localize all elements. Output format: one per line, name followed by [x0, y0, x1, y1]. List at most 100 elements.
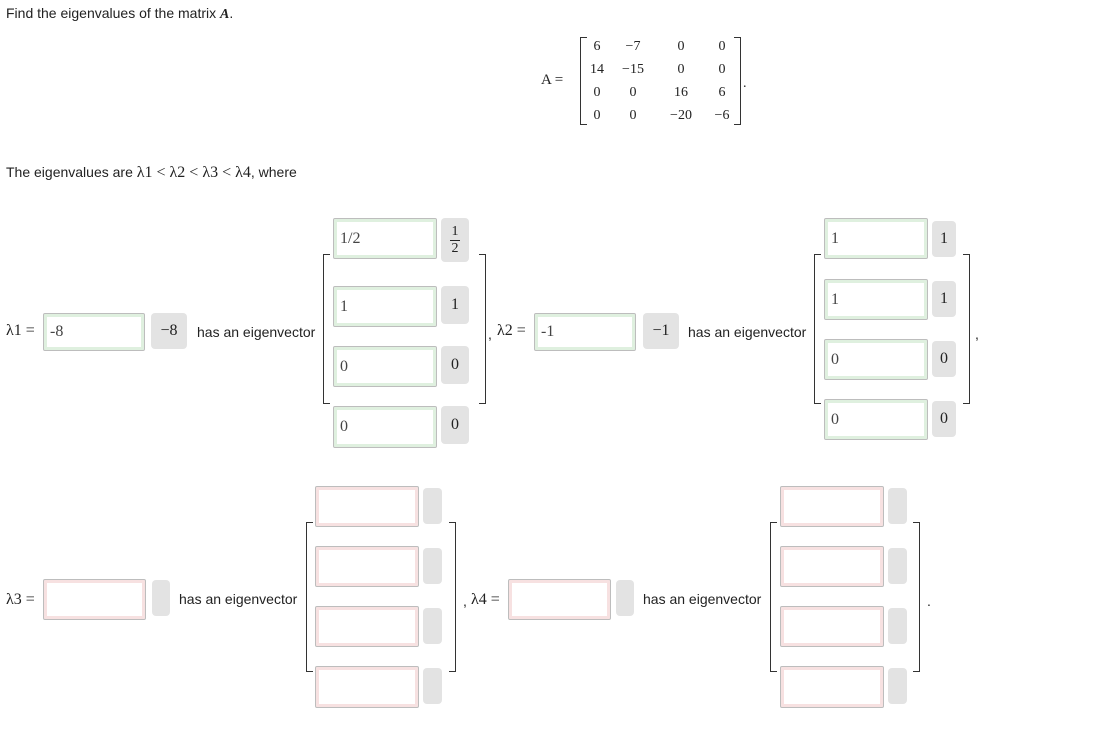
vector1-entry3-input[interactable]: [338, 351, 432, 382]
lambda2-preview: −1: [643, 313, 679, 349]
vector4-entry3-box[interactable]: [780, 606, 884, 647]
vector4-right-bracket: [913, 522, 920, 672]
matrix-cell: −7: [625, 39, 641, 54]
statement-ordering: λ1 < λ2 < λ3 < λ4: [136, 164, 251, 181]
matrix-label: A =: [541, 72, 563, 89]
lambda4-preview: [616, 580, 634, 616]
vector3-entry4-preview: [423, 668, 442, 704]
matrix-cell: 0: [629, 108, 637, 123]
matrix-right-bracket: [734, 37, 741, 125]
vector3-entry2-input[interactable]: [320, 551, 414, 582]
vector4-entry1-input[interactable]: [785, 491, 879, 522]
vector2-entry4-box[interactable]: [824, 399, 928, 440]
prompt-text: Find the eigenvalues of the matrix: [6, 5, 217, 21]
vector2-right-bracket: [963, 254, 970, 404]
vector2-entry1-box[interactable]: [824, 218, 928, 259]
vector3-entry4-box[interactable]: [315, 666, 419, 708]
lambda2-input-box[interactable]: [534, 313, 636, 351]
vector4-entry2-box[interactable]: [780, 546, 884, 587]
vector1-entry3-box[interactable]: [333, 346, 437, 387]
vector4-entry4-input[interactable]: [785, 671, 879, 703]
matrix-cell: 14: [590, 62, 604, 77]
vector3-entry3-box[interactable]: [315, 606, 419, 647]
vector3-left-bracket: [306, 522, 313, 672]
vector1-trailing-comma: ,: [488, 326, 492, 342]
vector1-entry1-box[interactable]: [333, 218, 437, 259]
vector4-entry1-preview: [888, 488, 907, 524]
fraction-bar: [450, 239, 460, 241]
matrix-cell: 6: [593, 39, 601, 54]
vector1-entry2-box[interactable]: [333, 286, 437, 327]
vector1-right-bracket: [479, 254, 486, 404]
vector4-entry4-box[interactable]: [780, 666, 884, 708]
matrix-cell: 0: [593, 108, 601, 123]
vector2-entry4-preview: 0: [932, 401, 956, 437]
vector4-left-bracket: [770, 522, 777, 672]
vector4-entry2-preview: [888, 548, 907, 584]
lambda4-input[interactable]: [513, 584, 606, 615]
lambda1-has-eigenvector: has an eigenvector: [197, 324, 316, 340]
matrix-cell: 0: [718, 39, 726, 54]
matrix-cell: 0: [677, 62, 685, 77]
lambda1-label: λ1 =: [6, 322, 35, 339]
vector3-entry2-preview: [423, 548, 442, 584]
matrix-cell: −6: [714, 108, 730, 123]
matrix-trailing-period: .: [743, 76, 747, 91]
vector3-entry1-box[interactable]: [315, 486, 419, 527]
vector4-entry4-preview: [888, 668, 907, 704]
vector4-entry3-input[interactable]: [785, 611, 879, 642]
matrix-cell: 0: [629, 85, 637, 100]
vector2-entry3-box[interactable]: [824, 339, 928, 380]
matrix-equals: A =: [541, 72, 564, 88]
lambda3-preview: [152, 580, 170, 616]
vector2-entry2-input[interactable]: [829, 284, 923, 315]
vector1-entry1-input[interactable]: [338, 223, 432, 254]
lambda2-label: λ2 =: [497, 322, 526, 339]
vector3-right-bracket: [449, 522, 456, 672]
lambda3-input[interactable]: [48, 584, 141, 615]
vector3-entry3-preview: [423, 608, 442, 644]
vector4-entry1-box[interactable]: [780, 486, 884, 527]
vector2-entry2-preview: 1: [932, 281, 956, 317]
eigenvalues-statement: The eigenvalues are λ1 < λ2 < λ3 < λ4, w…: [6, 164, 297, 182]
fraction-preview: 1 2: [450, 223, 460, 256]
vector3-entry2-box[interactable]: [315, 546, 419, 587]
vector2-entry3-input[interactable]: [829, 344, 923, 375]
statement-prefix: The eigenvalues are: [6, 164, 133, 180]
vector3-entry1-preview: [423, 488, 442, 524]
matrix-cell: 0: [677, 39, 685, 54]
lambda3-label: λ3 =: [6, 591, 35, 608]
lambda1-input-box[interactable]: [43, 313, 145, 351]
vector3-entry1-input[interactable]: [320, 491, 414, 522]
vector3-entry4-input[interactable]: [320, 671, 414, 703]
vector2-entry4-input[interactable]: [829, 404, 923, 435]
vector2-entry3-preview: 0: [932, 341, 956, 377]
lambda4-label: λ4 =: [471, 591, 500, 608]
lambda2-has-eigenvector: has an eigenvector: [688, 324, 807, 340]
lambda3-input-box[interactable]: [43, 579, 146, 620]
lambda2-input[interactable]: [539, 318, 631, 346]
lambda1-input[interactable]: [48, 318, 140, 346]
matrix-cell: −20: [670, 108, 692, 123]
vector1-left-bracket: [323, 254, 330, 404]
vector4-trailing-period: .: [927, 593, 931, 609]
matrix-cell: 0: [718, 62, 726, 77]
matrix-cell: 0: [593, 85, 601, 100]
lambda1-preview: −8: [151, 313, 187, 349]
vector3-entry3-input[interactable]: [320, 611, 414, 642]
vector1-entry2-input[interactable]: [338, 291, 432, 322]
fraction-numerator: 1: [451, 223, 459, 239]
vector3-trailing-comma: ,: [463, 593, 467, 609]
matrix-left-bracket: [580, 37, 587, 125]
vector2-entry1-input[interactable]: [829, 223, 923, 254]
vector1-entry4-box[interactable]: [333, 406, 437, 448]
prompt-period: .: [229, 5, 234, 21]
lambda3-has-eigenvector: has an eigenvector: [179, 591, 298, 607]
vector1-entry4-input[interactable]: [338, 411, 432, 443]
matrix-symbol: A: [220, 7, 230, 22]
vector2-left-bracket: [814, 254, 821, 404]
vector4-entry2-input[interactable]: [785, 551, 879, 582]
vector1-entry2-preview: 1: [441, 286, 469, 324]
vector2-entry2-box[interactable]: [824, 279, 928, 320]
lambda4-input-box[interactable]: [508, 579, 611, 620]
